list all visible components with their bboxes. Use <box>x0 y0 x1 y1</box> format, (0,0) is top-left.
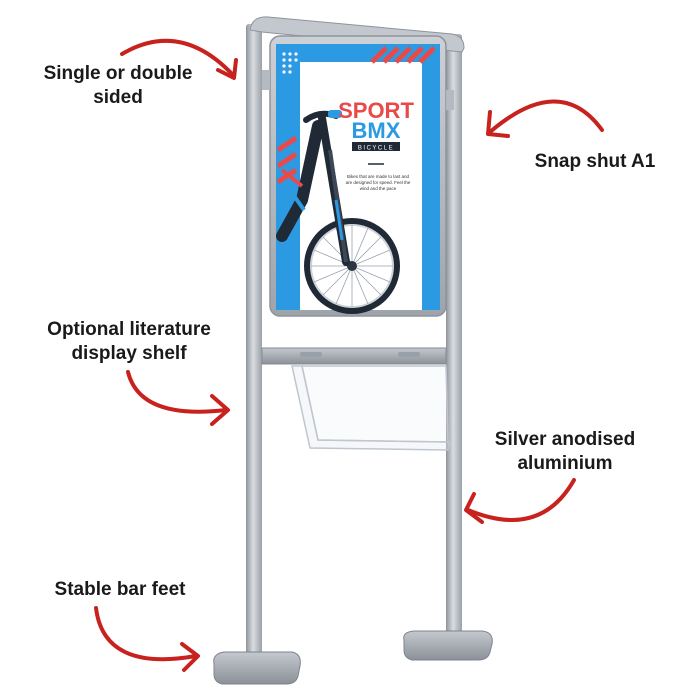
label-aluminium-line-1: Silver anodised <box>494 429 636 450</box>
label-shelf-line-1: Optional literature <box>47 319 211 340</box>
poster-body-line-3: wind and the pace <box>360 186 397 191</box>
poster-artwork <box>276 44 440 314</box>
label-shelf: Optional literature display shelf <box>14 318 244 366</box>
label-sided-line-1: Single or double <box>43 63 193 84</box>
right-pole <box>446 34 462 660</box>
arrow-shelf-icon <box>126 370 230 426</box>
right-foot <box>403 630 493 661</box>
poster-title-sport: SPORT <box>338 98 414 123</box>
arrow-feet-icon <box>94 606 200 672</box>
label-aluminium: Silver anodised aluminium <box>470 428 660 476</box>
poster-title-bmx: BMX <box>352 118 401 143</box>
literature-shelf <box>291 365 451 451</box>
left-foot <box>213 651 301 685</box>
label-feet: Stable bar feet <box>54 579 186 600</box>
poster-body-line-1: Bikes that are made to last and <box>347 174 410 179</box>
poster-body-line-2: are designed for speed. Feel the <box>346 180 411 185</box>
label-shelf-line-2: display shelf <box>71 343 187 364</box>
label-sided: Single or double sided <box>18 62 218 110</box>
label-snap: Snap shut A1 <box>534 151 656 172</box>
arrow-sided-icon <box>120 38 238 80</box>
arrow-aluminium-icon <box>464 478 576 524</box>
left-pole <box>246 24 262 684</box>
label-sided-line-2: sided <box>93 87 143 108</box>
arrow-snap-icon <box>486 99 604 138</box>
poster-tagline: BICYCLE <box>358 146 394 152</box>
label-aluminium-line-2: aluminium <box>517 453 613 474</box>
